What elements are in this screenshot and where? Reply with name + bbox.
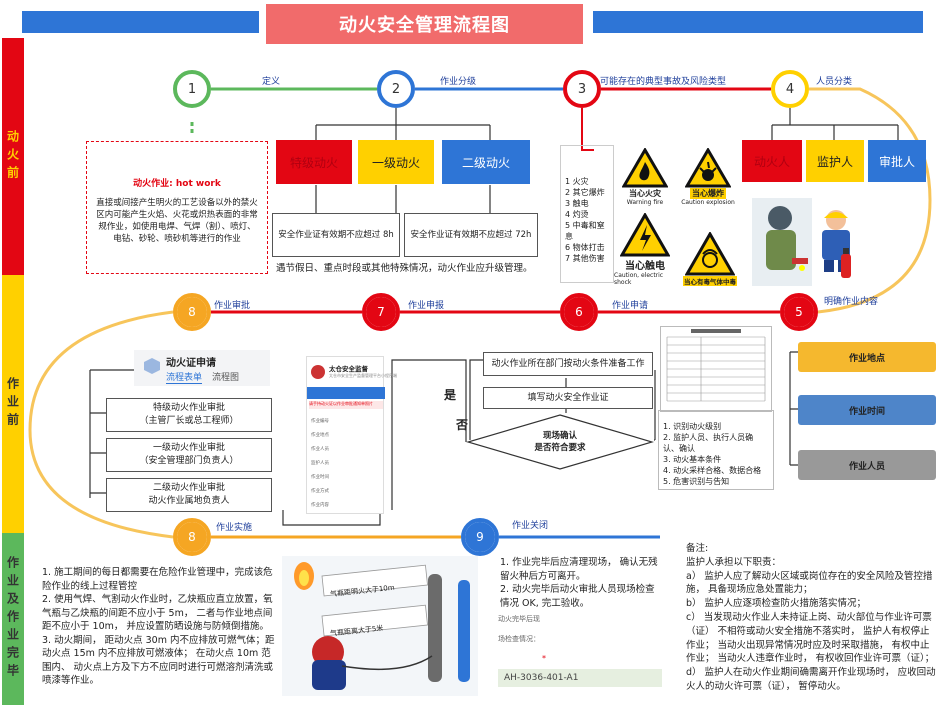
- approval-first: 一级动火作业审批（安全管理部门负责人）: [106, 438, 272, 472]
- phone-field[interactable]: 监护人员: [311, 461, 329, 466]
- app-tab-flow[interactable]: 流程图: [212, 373, 240, 383]
- phone-subtitle: 太仓市安全生产监督管理平台小程序端: [329, 373, 397, 378]
- closing-text: 1. 作业完毕后应清理现场， 确认无残留火种后方可离开。 2. 动火完毕后动火审…: [500, 557, 658, 609]
- step-circle-7[interactable]: 7: [362, 293, 400, 331]
- sign-fire: 当心火灾 Warning fire: [614, 134, 676, 206]
- definition-box: 动火作业: hot work 直接或间接产生明火的工艺设备以外的禁火区内可能产生…: [86, 141, 268, 274]
- flow-loop-line: [391, 359, 467, 510]
- flow-fill-certificate: 填写动火安全作业证: [483, 387, 653, 409]
- step-label-7: 作业申报: [408, 301, 445, 311]
- step-label-5: 明确作业内容: [824, 297, 879, 307]
- phone-field-list: 作业编号 作业地点 作业人员 监护人员 作业时间 作业方式 作业内容: [311, 415, 329, 513]
- band-yellow: [2, 275, 24, 533]
- band-green: [2, 533, 24, 705]
- explosion-warning-icon: [685, 148, 731, 188]
- side-label-middle: 作业前: [5, 377, 20, 431]
- step-label-1: 定义: [262, 77, 281, 87]
- phone-field[interactable]: 作业地点: [311, 433, 329, 438]
- app-title: 动火证申请: [166, 358, 216, 369]
- document-code: AH-3036-401-A1: [498, 669, 662, 687]
- closing-form: 动火完毕后现 场检查情况： * AH-3036-401-A1: [498, 608, 662, 700]
- button-work-personnel[interactable]: 作业人员: [798, 450, 936, 480]
- phone-field[interactable]: 作业方式: [311, 489, 329, 494]
- implementation-text: 1. 施工期间的每日都需要在危险作业管理中，完成该危险作业的线上过程管控 2. …: [42, 567, 275, 686]
- definition-body: 直接或间接产生明火的工艺设备以外的禁火区内可能产生火焰、火花或炽热表面的非常规作…: [96, 198, 258, 244]
- approval-second: 二级动火作业审批动火作业属地负责人: [106, 478, 272, 512]
- phone-header-bar: [307, 387, 385, 399]
- sign-electric: 当心触电 Caution, electric shock: [614, 210, 676, 286]
- step-label-8-approval: 作业审批: [214, 301, 251, 311]
- welder-illustration: [752, 198, 812, 286]
- flow-decision-diamond: [466, 414, 654, 470]
- step-label-4: 人员分类: [816, 77, 853, 87]
- accident-list: 1 火灾 2 其它爆炸 3 触电 4 灼烫 5 中毒和窒息 6 物体打击 7 其…: [560, 145, 614, 283]
- upgrade-note: 遇节假日、重点时段或其他特殊情况，动火作业应升级管理。: [276, 263, 533, 274]
- phone-title: 太仓安全监督: [329, 365, 368, 373]
- step-label-2: 作业分级: [440, 77, 477, 87]
- role-operator[interactable]: 动火人: [742, 140, 802, 182]
- step-circle-2[interactable]: 2: [377, 70, 415, 108]
- permit-form-image: [660, 326, 772, 412]
- step-circle-4[interactable]: 4: [771, 70, 809, 108]
- role-approver[interactable]: 审批人: [868, 140, 926, 182]
- step-circle-3[interactable]: 3: [563, 70, 601, 108]
- phone-logo: [311, 365, 325, 379]
- phone-field[interactable]: 作业时间: [311, 475, 329, 480]
- phone-field[interactable]: 作业人员: [311, 447, 329, 452]
- header-bar-right: [593, 11, 923, 33]
- level-special[interactable]: 特级动火: [276, 140, 352, 184]
- step-circle-8-approval[interactable]: 8: [173, 293, 211, 331]
- step-label-6: 作业申请: [612, 301, 649, 311]
- app-card[interactable]: 动火证申请 流程表单 流程图: [134, 350, 270, 386]
- level-first[interactable]: 一级动火: [358, 140, 434, 184]
- step-label-9: 作业关闭: [512, 521, 549, 531]
- notes: 备注: 监护人承担以下职责： a） 监护人应了解动火区域或岗位存在的安全风险及管…: [686, 543, 936, 692]
- definition-heading: 动火作业: hot work: [133, 179, 221, 189]
- phone-field[interactable]: 作业编号: [311, 419, 329, 424]
- approval-special: 特级动火作业审批（主管厂长或总工程师）: [106, 398, 272, 432]
- step-circle-9[interactable]: 9: [461, 518, 499, 556]
- electric-warning-icon: [620, 213, 670, 257]
- role-guardian[interactable]: 监护人: [806, 140, 864, 182]
- step-circle-1[interactable]: 1: [173, 70, 211, 108]
- form-grid-icon: [666, 329, 766, 402]
- fire-warning-icon: [622, 148, 668, 188]
- band-red: [2, 38, 24, 275]
- page-title: 动火安全管理流程图: [266, 4, 583, 44]
- flow-prepare: 动火作业所在部门按动火条件准备工作: [483, 352, 653, 376]
- step-circle-6[interactable]: 6: [560, 293, 598, 331]
- sign-toxic-gas: 当心有毒气体中毒: [680, 210, 740, 286]
- cube-icon: [144, 358, 160, 374]
- cylinder-safety-illustration: [282, 556, 478, 696]
- sign-explosion: 当心爆炸 Caution explosion: [678, 134, 738, 206]
- star-icon: *: [542, 654, 546, 663]
- phone-warning: 请手持动火证以作业审批通知单照片: [309, 401, 383, 409]
- step-label-8-implementation: 作业实施: [216, 523, 253, 533]
- button-work-time[interactable]: 作业时间: [798, 395, 936, 425]
- app-tab-form[interactable]: 流程表单: [166, 370, 203, 384]
- step-label-3: 可能存在的典型事故及风险类型: [600, 77, 727, 87]
- validity-72h: 安全作业证有效期不应超过 72h: [404, 213, 538, 257]
- flow-decision-text: 现场确认 是否符合要求: [534, 431, 586, 453]
- level-second[interactable]: 二级动火: [442, 140, 530, 184]
- phone-screen: 太仓安全监督 太仓市安全生产监督管理平台小程序端 请手持动火证以作业审批通知单照…: [306, 356, 397, 514]
- flow-no: 否: [456, 418, 469, 432]
- phone-field[interactable]: 作业内容: [311, 503, 329, 508]
- side-label-top: 动火前: [5, 129, 20, 184]
- step-circle-8-implementation[interactable]: 8: [173, 518, 211, 556]
- step-circle-5[interactable]: 5: [780, 293, 818, 331]
- toxic-gas-warning-icon: [685, 232, 735, 276]
- button-work-location[interactable]: 作业地点: [798, 342, 936, 372]
- extinguisher-illustration: [841, 248, 851, 278]
- side-label-bottom: 作业及作业完毕: [5, 556, 20, 682]
- header-bar-left: [22, 11, 259, 33]
- flow-yes: 是: [444, 388, 457, 402]
- validity-8h: 安全作业证有效期不应超过 8h: [272, 213, 400, 257]
- content-list: 1. 识别动火级别 2. 监护人员、执行人员确认、确认 3. 动火基本条件 4.…: [658, 410, 774, 490]
